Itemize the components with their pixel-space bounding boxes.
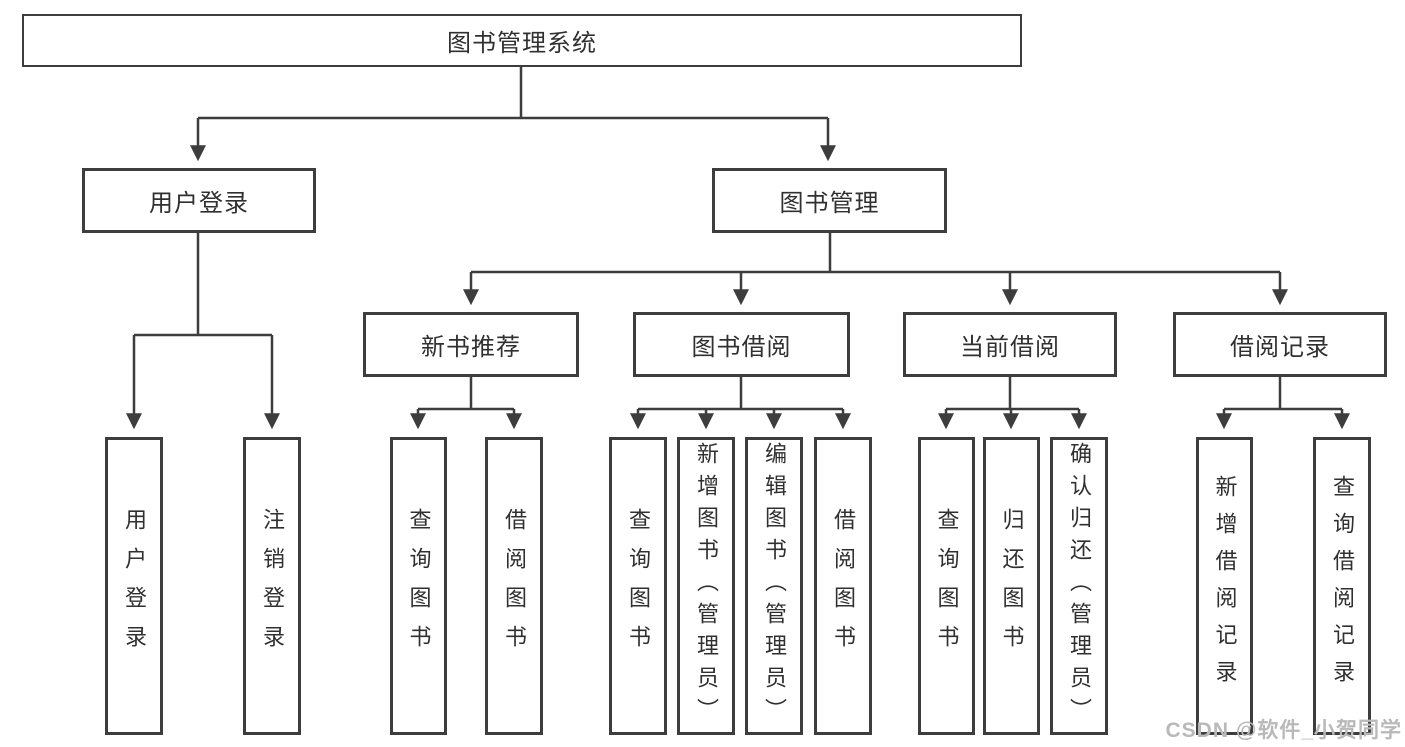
leaf-edit-book-admin: 编辑图书（管理员）: [745, 437, 803, 735]
leaf-add-book-admin: 新增图书（管理员）: [677, 437, 735, 735]
leaf-label: 新增图书（管理员）: [694, 442, 719, 730]
leaf-label: 借阅图书: [502, 508, 527, 664]
leaf-query-books-3: 查询图书: [918, 437, 975, 735]
leaf-label: 查询借阅记录: [1330, 475, 1355, 697]
leaf-add-borrow-record: 新增借阅记录: [1196, 437, 1253, 735]
node-label: 新书推荐: [421, 334, 521, 361]
node-user-login: 用户登录: [82, 168, 316, 233]
node-label: 当前借阅: [960, 334, 1060, 361]
leaf-label: 编辑图书（管理员）: [762, 442, 787, 730]
leaf-label: 查询图书: [626, 508, 651, 664]
leaf-logout: 注销登录: [243, 437, 301, 735]
leaf-label: 用户登录: [122, 508, 147, 664]
node-label: 图书借阅: [691, 334, 792, 361]
leaf-label: 新增借阅记录: [1212, 475, 1238, 697]
node-label: 借阅记录: [1230, 334, 1330, 361]
node-borrow-records: 借阅记录: [1173, 312, 1387, 377]
node-label: 图书管理系统: [447, 30, 597, 57]
leaf-label: 注销登录: [260, 508, 285, 664]
leaf-query-books-1: 查询图书: [390, 437, 447, 735]
watermark: CSDN @软件_小贺同学: [1165, 719, 1402, 742]
leaf-user-login: 用户登录: [105, 437, 163, 735]
leaf-label: 查询图书: [406, 508, 432, 664]
leaf-label: 归还图书: [999, 508, 1025, 664]
leaf-borrow-books-2: 借阅图书: [814, 437, 872, 735]
node-book-borrow: 图书借阅: [633, 312, 850, 377]
leaf-label: 查询图书: [934, 508, 960, 664]
leaf-query-books-2: 查询图书: [609, 437, 667, 735]
node-new-book-recommend: 新书推荐: [363, 312, 579, 377]
leaf-label: 确认归还（管理员）: [1067, 442, 1092, 730]
node-label: 用户登录: [149, 190, 249, 217]
leaf-label: 借阅图书: [831, 508, 856, 664]
leaf-confirm-return-admin: 确认归还（管理员）: [1050, 437, 1108, 735]
leaf-borrow-books-1: 借阅图书: [485, 437, 543, 735]
leaf-return-book: 归还图书: [983, 437, 1040, 735]
node-book-management-system: 图书管理系统: [22, 14, 1022, 67]
leaf-query-borrow-record: 查询借阅记录: [1313, 437, 1371, 735]
node-current-borrow: 当前借阅: [903, 312, 1117, 377]
node-label: 图书管理: [779, 190, 880, 217]
node-book-management: 图书管理: [712, 168, 947, 233]
